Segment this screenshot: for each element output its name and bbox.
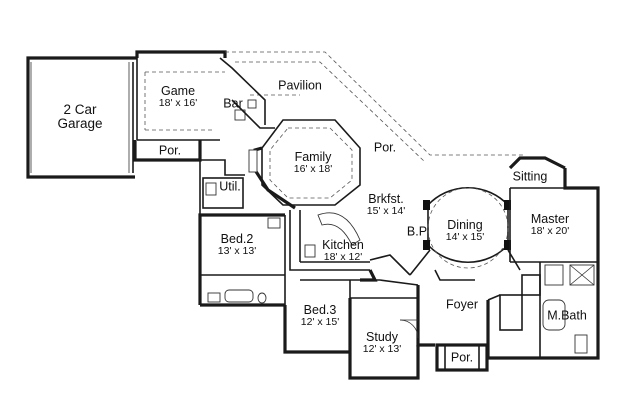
por-front-label: Por. [450, 350, 474, 365]
bed3-walls [283, 275, 380, 354]
front-porch-walls [435, 343, 489, 372]
bar-label: Bar [223, 96, 243, 111]
brkfst-label: Brkfst. 15' x 14' [366, 191, 406, 218]
master-bath-walls [539, 262, 600, 360]
bed2-bath [200, 289, 285, 307]
pavilion-outline [225, 51, 525, 163]
sitting-label: Sitting [512, 169, 548, 184]
family-room-walls [248, 119, 361, 210]
study-label: Study 12' x 13' [362, 329, 402, 356]
bp-label: B.P [406, 224, 428, 239]
family-label: Family 16' x 18' [293, 149, 333, 176]
util-label: Util. [219, 179, 241, 194]
misc-walls [379, 249, 521, 301]
util-walls [202, 177, 244, 209]
study-walls [348, 297, 420, 380]
por-left-label: Por. [158, 143, 182, 158]
garage-label: 2 Car Garage [57, 101, 103, 131]
foyer-label: Foyer [446, 297, 478, 312]
mbath-label: M.Bath [547, 308, 587, 323]
dining-walls [423, 187, 511, 269]
bed3-label: Bed.3 12' x 15' [300, 302, 340, 329]
bar-walls [219, 57, 275, 129]
master-label: Master 18' x 20' [530, 211, 570, 238]
garage-walls [26, 56, 137, 179]
bed2-label: Bed.2 13' x 13' [217, 231, 257, 258]
pavilion-label: Pavilion [278, 78, 322, 93]
game-room-walls [135, 50, 227, 141]
dining-label: Dining 14' x 15' [445, 217, 485, 244]
master-walls [508, 156, 600, 263]
kitchen-label: Kitchen 18' x 12' [322, 237, 364, 264]
left-corridor-walls [133, 140, 245, 305]
bed2-walls [198, 213, 286, 305]
game-label: Game 18' x 16' [158, 83, 198, 110]
por-mid-label: Por. [373, 140, 397, 155]
